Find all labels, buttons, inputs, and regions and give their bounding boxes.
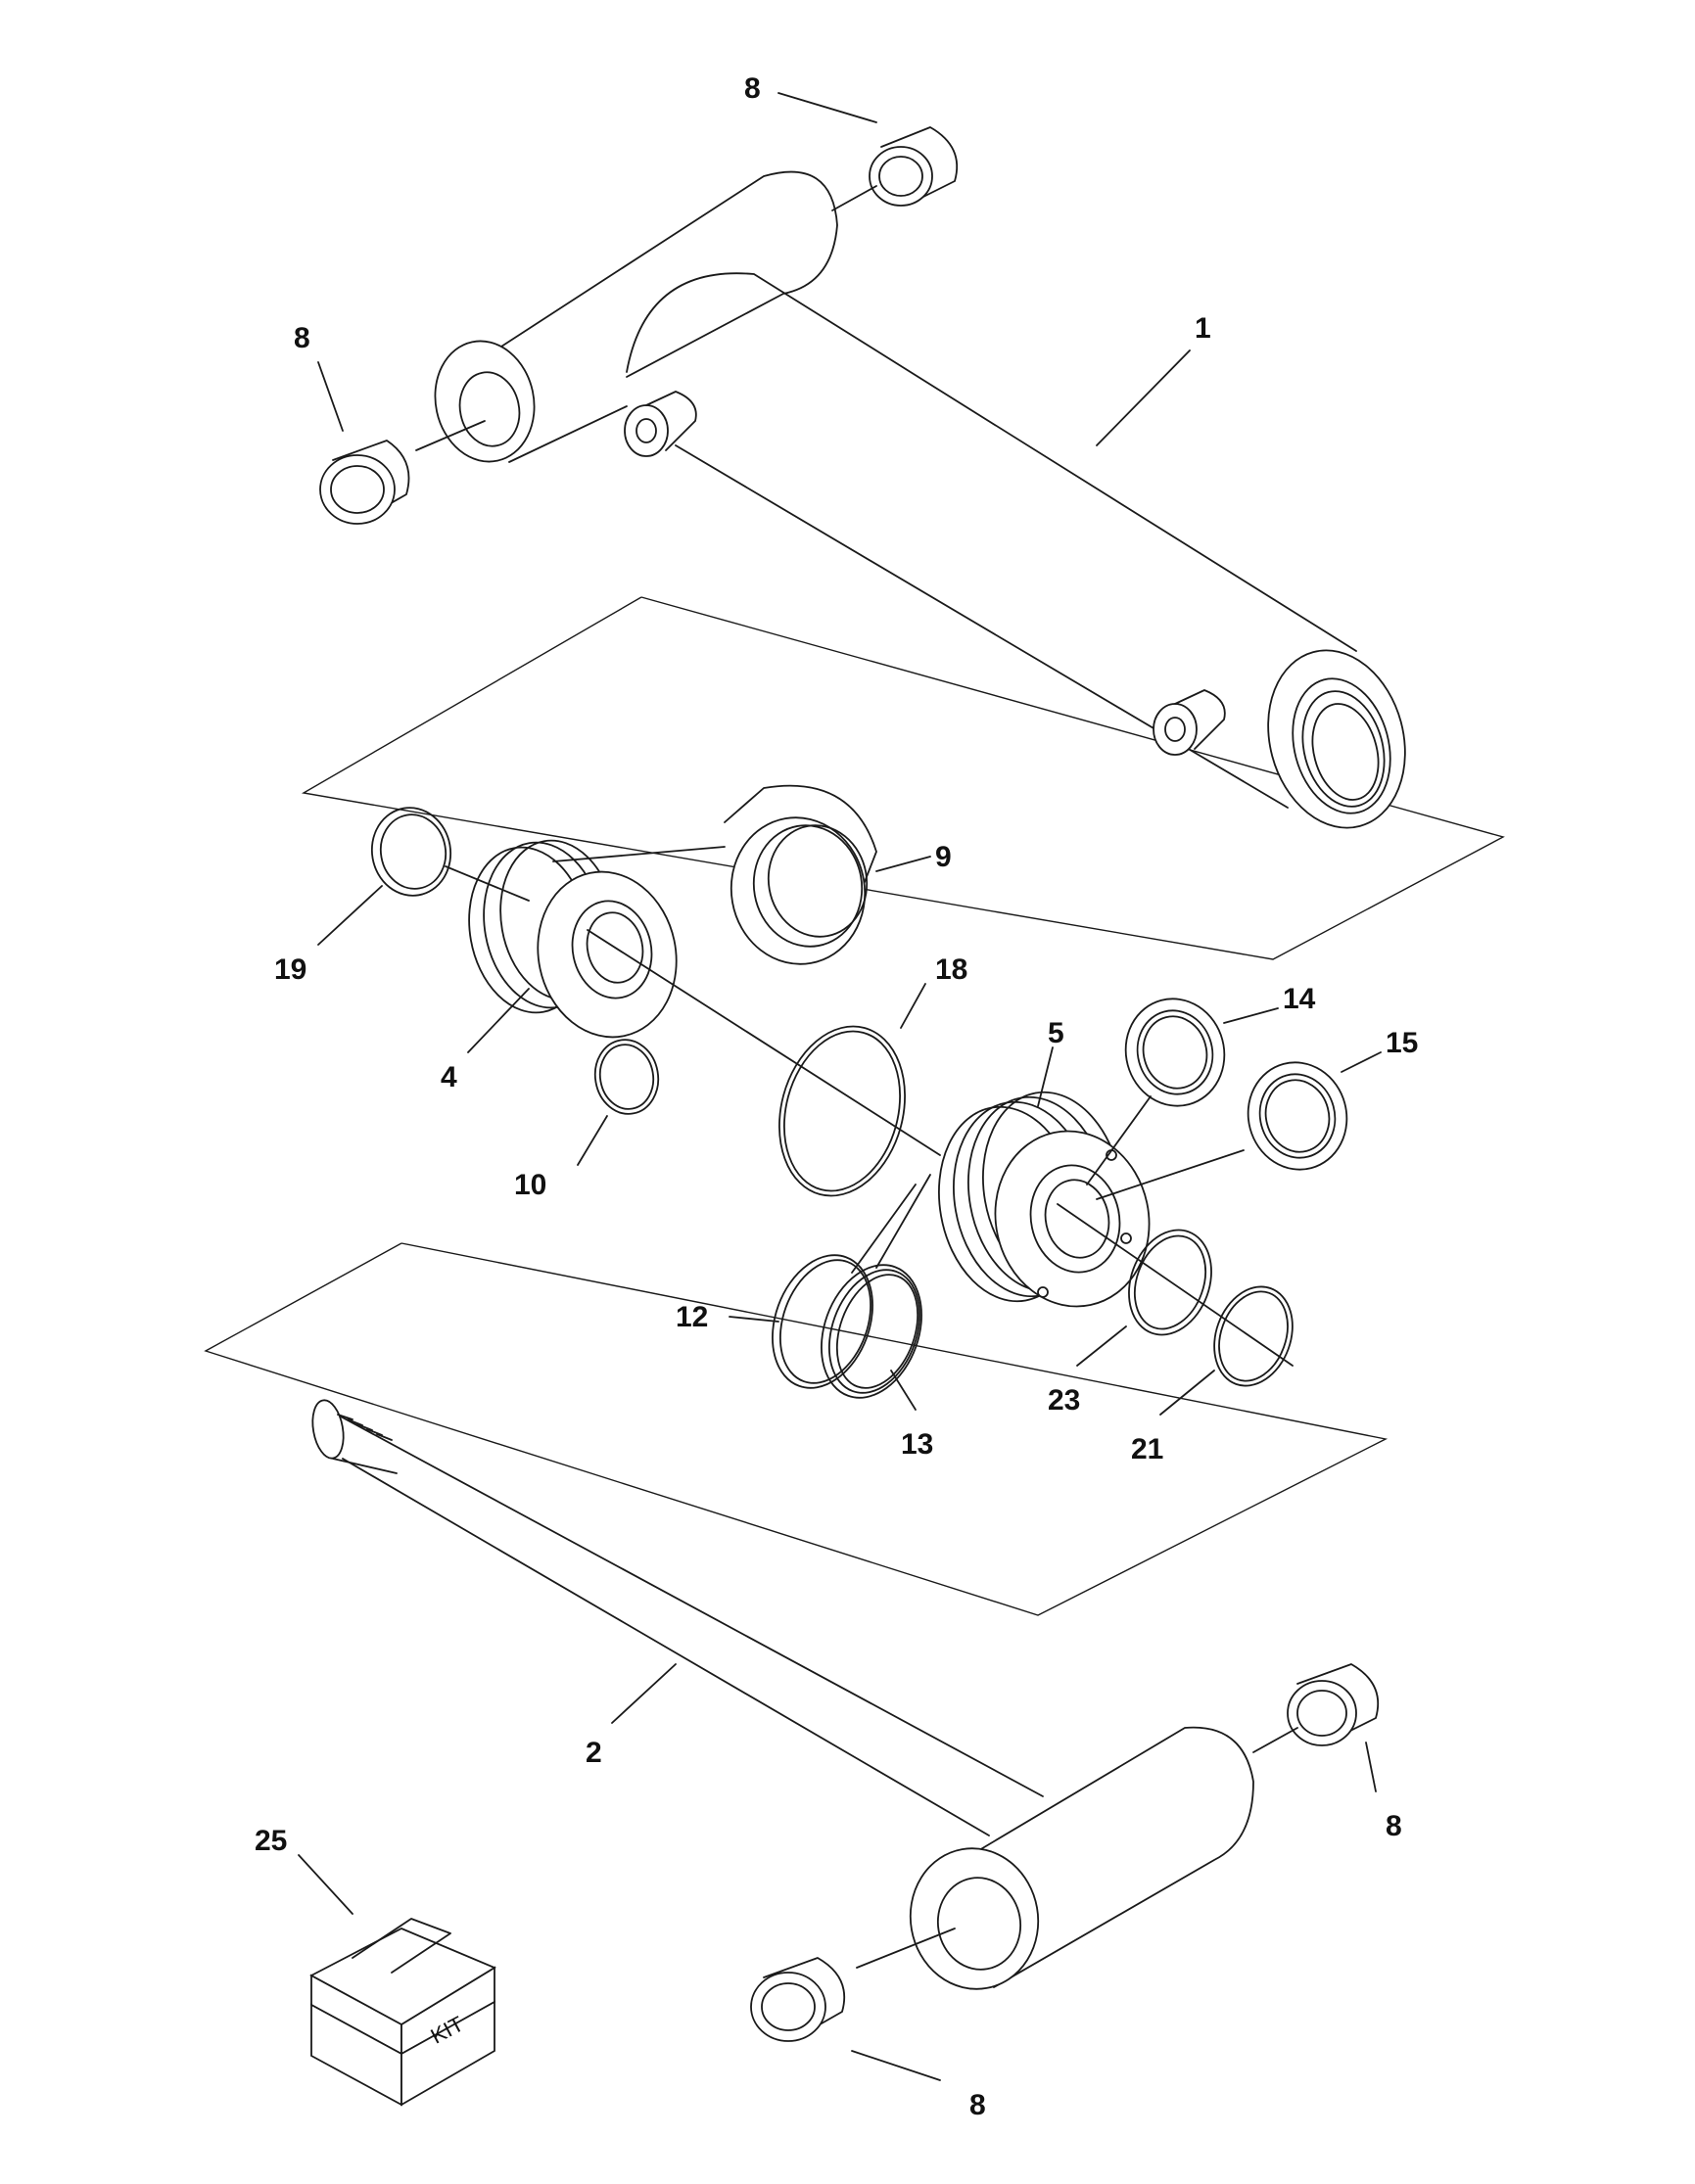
ring-21 xyxy=(1057,1203,1294,1387)
callout-15: 15 xyxy=(1386,1027,1418,1059)
snap-ring-23 xyxy=(1128,1229,1212,1336)
callout-1: 1 xyxy=(1195,312,1211,345)
callout-8-top-left: 8 xyxy=(294,322,310,354)
wear-ring xyxy=(724,784,877,965)
bushing-bottom-right xyxy=(1252,1663,1380,1753)
callout-5: 5 xyxy=(1048,1017,1064,1049)
leader-lines xyxy=(298,92,1382,2081)
callout-25: 25 xyxy=(255,1825,287,1857)
callout-8-bottom-left: 8 xyxy=(969,2089,986,2121)
bushing-top-left xyxy=(319,420,486,525)
callout-19: 19 xyxy=(274,953,306,986)
callout-21: 21 xyxy=(1131,1433,1163,1465)
o-ring-18 xyxy=(778,1025,906,1197)
ring-13 xyxy=(821,1174,931,1399)
callout-8-top-right: 8 xyxy=(744,72,761,105)
piston xyxy=(938,1091,1151,1308)
bushing-top-right xyxy=(831,126,959,211)
assembly-plane-upper xyxy=(301,596,1505,960)
ring-12 xyxy=(772,1254,873,1389)
snap-ring-19 xyxy=(370,807,530,902)
callout-8-bottom-right: 8 xyxy=(1386,1810,1402,1842)
callout-4: 4 xyxy=(441,1061,457,1093)
callout-18: 18 xyxy=(935,953,967,986)
assembly-plane-lower xyxy=(204,1242,1389,1616)
callout-14: 14 xyxy=(1283,983,1316,1015)
callout-2: 2 xyxy=(586,1737,602,1769)
callout-23: 23 xyxy=(1048,1384,1080,1417)
seal-14 xyxy=(1086,998,1226,1185)
callout-12: 12 xyxy=(676,1301,708,1333)
piston-rod xyxy=(311,1399,1254,1990)
callout-labels: 8 8 1 9 19 4 10 18 5 14 15 12 13 23 21 2… xyxy=(255,72,1418,2121)
o-ring-10 xyxy=(593,1039,660,1115)
callout-10: 10 xyxy=(514,1169,546,1201)
piston-head xyxy=(468,839,941,1156)
cylinder-barrel xyxy=(434,170,1406,829)
callout-13: 13 xyxy=(901,1428,933,1461)
seal-15 xyxy=(1096,1061,1348,1200)
kit-box: KIT xyxy=(309,1918,496,2107)
bushing-bottom-left xyxy=(750,1928,956,2042)
callout-9: 9 xyxy=(935,841,952,873)
